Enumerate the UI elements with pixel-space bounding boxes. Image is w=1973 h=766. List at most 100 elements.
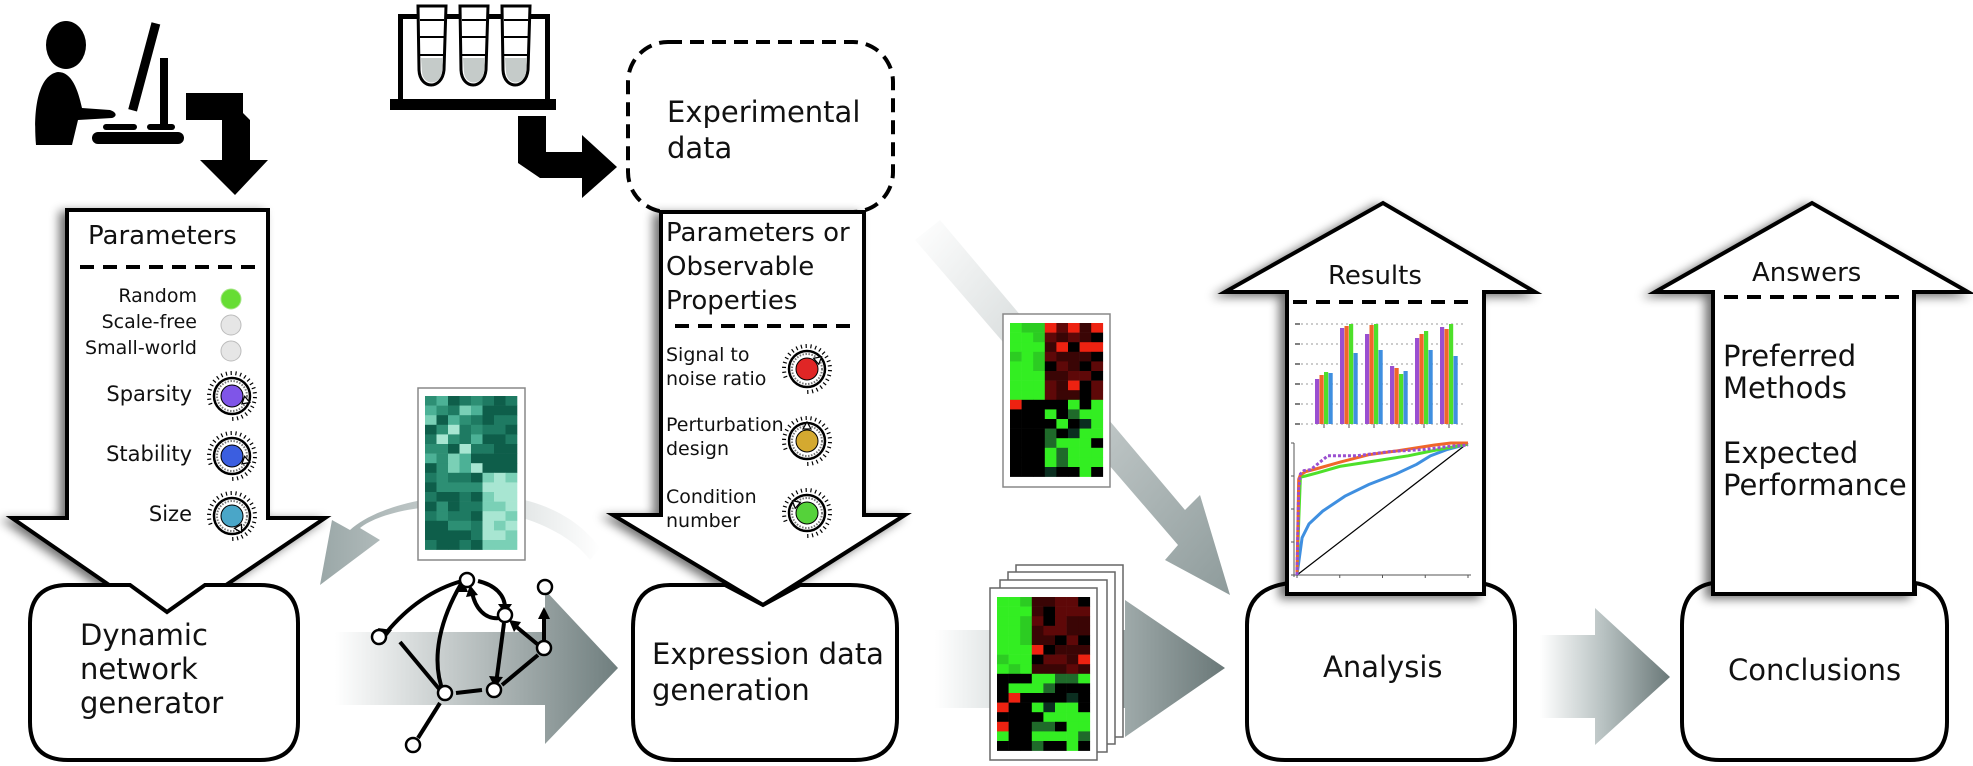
heatmap-cell (1066, 625, 1079, 636)
heatmap-cell (997, 702, 1009, 713)
heatmap-cell (1020, 731, 1033, 742)
heatmap-cell (448, 463, 460, 474)
heatmap-cell (1010, 428, 1022, 439)
heatmap-cell (1091, 332, 1104, 343)
heatmap-cell (1091, 361, 1104, 372)
heatmap-cell (1068, 399, 1080, 410)
heatmap-cell (505, 482, 518, 493)
heatmap-cell (482, 463, 495, 474)
radio-scale-free[interactable] (220, 314, 242, 336)
heatmap-cell (1056, 361, 1069, 372)
knob-tick (811, 389, 814, 394)
heatmap-cell (1010, 447, 1022, 458)
heatmap-cell (1044, 371, 1057, 381)
label-line: number (666, 510, 741, 532)
knob-tick (826, 359, 831, 363)
heatmap-cell (425, 405, 437, 416)
knob-pointer (240, 395, 251, 405)
network-type-random: Random (118, 285, 197, 307)
heatmap-cell (505, 415, 518, 426)
heatmap-cell (459, 520, 472, 531)
heatmap-cell (1078, 741, 1091, 751)
label-line: Preferred (1723, 339, 1857, 373)
heatmap-cell (482, 396, 495, 406)
heatmap-cell (1079, 467, 1092, 477)
knob-stability[interactable] (207, 430, 257, 482)
heatmap-cell (1010, 438, 1022, 449)
heatmap-cell (425, 530, 437, 541)
heatmap-cell (1068, 390, 1080, 401)
knob-pointer (812, 356, 823, 366)
heatmap-cell (1021, 419, 1034, 429)
knob-size[interactable] (207, 490, 257, 542)
heatmap-cell (1091, 419, 1104, 429)
heatmap-cell (1091, 351, 1104, 362)
heatmap-cell (1008, 683, 1021, 694)
heatmap-cell (436, 501, 449, 512)
radio-small-world[interactable] (220, 340, 242, 362)
heatmap-cell (1091, 467, 1104, 477)
heatmap-cell (1055, 741, 1067, 751)
heatmap-cell (482, 444, 495, 454)
radio-random[interactable] (220, 288, 242, 310)
heatmap-cell (997, 616, 1009, 627)
heatmap-cell (1031, 645, 1044, 655)
heatmap-cell (1043, 731, 1056, 742)
label-line: Methods (1723, 371, 1847, 405)
heatmap-cell (1055, 721, 1067, 732)
knob-tick (246, 438, 251, 442)
heatmap-cell (1056, 467, 1069, 477)
heatmap-cell (1008, 741, 1021, 751)
knob-snr[interactable] (782, 343, 832, 395)
heatmap-cell (1020, 693, 1033, 703)
heatmap-cell (1010, 467, 1022, 477)
knob-tick (249, 502, 254, 506)
bar-green (1399, 374, 1404, 424)
knob-tick (782, 433, 787, 436)
knob-tick (250, 525, 255, 529)
heatmap-cell (1068, 361, 1080, 372)
knob-tick (207, 398, 212, 401)
knob-condition[interactable] (782, 487, 832, 539)
heatmap-cell (997, 606, 1009, 617)
heatmap-cell (1031, 673, 1044, 684)
knob-tick (252, 521, 257, 524)
heatmap-cell (1044, 447, 1057, 458)
heatmap-cell (448, 501, 460, 512)
heatmap-cell (1055, 702, 1067, 713)
heatmap-cell (1078, 654, 1091, 665)
heatmap-cell (1091, 428, 1104, 439)
heatmap-cell (1078, 693, 1091, 703)
heatmap-cell (1043, 702, 1056, 713)
heatmap-cell (997, 664, 1009, 675)
knob-perturbation[interactable] (782, 415, 832, 467)
results-roc-chart (1291, 441, 1471, 578)
heatmap-cell (1021, 457, 1034, 468)
knob-tick (810, 488, 812, 493)
heatmap-cell (1056, 399, 1069, 410)
bar-green (1449, 324, 1454, 424)
heatmap-cell (1031, 664, 1044, 675)
heatmap-cell (1079, 390, 1092, 401)
knob-tick (216, 435, 220, 440)
heatmap-cell (505, 540, 518, 550)
heatmap-cell (1033, 399, 1046, 410)
knob-tick (824, 355, 829, 359)
knob-sparsity[interactable] (207, 370, 257, 422)
heatmap-cell (1021, 390, 1034, 401)
heatmap-cell (459, 472, 472, 483)
heatmap-cell (1066, 731, 1079, 742)
heatmap-cell (997, 597, 1009, 607)
knob-tick (784, 500, 789, 504)
heatmap-cell (1031, 606, 1044, 617)
heatmap-cell (1079, 409, 1092, 420)
heatmap-cell (1008, 673, 1021, 684)
heatmap-cell (1043, 683, 1056, 694)
knob-tick (825, 450, 830, 454)
heatmap-cell (1021, 467, 1034, 477)
heatmap-cell (1043, 693, 1056, 703)
knob-tick (252, 511, 257, 514)
heatmap-cell (1044, 361, 1057, 372)
heatmap-cell (997, 654, 1009, 665)
knob-tick (783, 447, 788, 451)
